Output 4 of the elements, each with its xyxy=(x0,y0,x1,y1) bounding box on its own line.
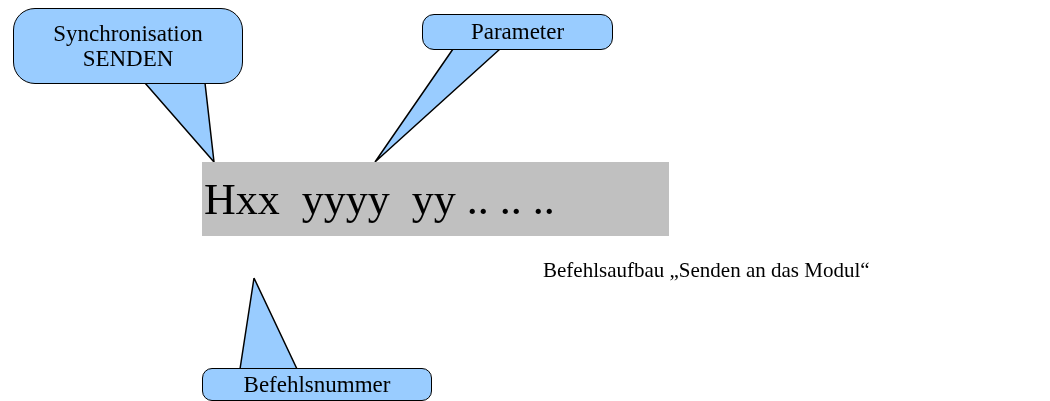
command-string: Hxx yyyy yy .. .. .. xyxy=(202,162,669,236)
callout-bubble: Parameter xyxy=(422,14,613,50)
caption-text: Befehlsaufbau „Senden an das Modul“ xyxy=(543,258,870,283)
callout-bubble: Befehlsnummer xyxy=(202,368,432,401)
